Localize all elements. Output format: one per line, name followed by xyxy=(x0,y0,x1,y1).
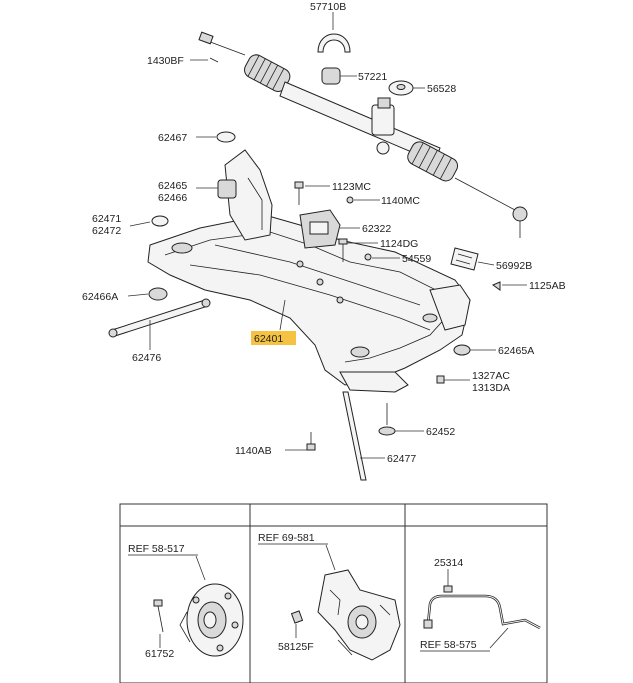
bolt-1123MC xyxy=(294,181,304,205)
reference-table xyxy=(119,503,548,683)
highlight-62401 xyxy=(251,331,296,345)
clamp-57710B xyxy=(317,12,351,53)
label-25314: 25314 xyxy=(434,557,463,569)
label-54559: 54559 xyxy=(402,253,431,265)
knuckle-assembly xyxy=(317,569,401,661)
bush-62466A xyxy=(148,287,168,301)
label-1430BF: 1430BF xyxy=(147,55,184,67)
label-62452: 62452 xyxy=(426,426,455,438)
label-62465: 62465 xyxy=(158,180,187,192)
label-62466: 62466 xyxy=(158,192,187,204)
mount-62322 xyxy=(299,209,341,249)
label-1140AB: 1140AB xyxy=(235,445,272,457)
bolt-1140AB xyxy=(306,432,316,451)
ref-58-517: REF 58-517 xyxy=(128,543,185,555)
bush-62465 xyxy=(217,179,237,199)
steering-rack xyxy=(198,31,528,238)
bolt-61752 xyxy=(153,599,164,633)
plate-56992B xyxy=(450,247,479,271)
label-1327AC: 1327AC xyxy=(472,370,510,382)
label-57710B: 57710B xyxy=(310,1,346,13)
part-labels: 57710B 1430BF 57221 56528 62467 1123MC 6… xyxy=(82,1,566,465)
label-56528: 56528 xyxy=(427,83,456,95)
label-56992B: 56992B xyxy=(496,260,532,272)
label-57221: 57221 xyxy=(358,71,387,83)
label-62477: 62477 xyxy=(387,453,416,465)
rod-62477 xyxy=(342,391,367,481)
brake-hose xyxy=(423,594,541,630)
label-58125F: 58125F xyxy=(278,641,314,653)
label-1125AB: 1125AB xyxy=(529,280,566,292)
hub-assembly xyxy=(179,583,244,657)
label-1124DG: 1124DG xyxy=(380,238,418,250)
panel-hub: REF 58-517 61752 xyxy=(128,543,244,660)
label-62401: 62401 xyxy=(254,333,283,345)
label-62471: 62471 xyxy=(92,213,121,225)
panel-brake-line: 25314 REF 58-575 xyxy=(420,557,541,652)
label-62467: 62467 xyxy=(158,132,187,144)
bolt-62452 xyxy=(378,403,396,436)
label-62476: 62476 xyxy=(132,352,161,364)
label-1123MC: 1123MC xyxy=(332,181,371,193)
label-1140MC: 1140MC xyxy=(381,195,420,207)
label-62472: 62472 xyxy=(92,225,121,237)
ref-69-581: REF 69-581 xyxy=(258,532,315,544)
washer-62471 xyxy=(151,215,169,227)
label-62466A: 62466A xyxy=(82,291,118,303)
label-62322: 62322 xyxy=(362,223,391,235)
crossmember-62401 xyxy=(147,149,471,393)
bush-62465A xyxy=(453,344,471,356)
label-1313DA: 1313DA xyxy=(472,382,510,394)
label-61752: 61752 xyxy=(145,648,174,660)
nut-56528 xyxy=(388,80,414,96)
label-62465A: 62465A xyxy=(498,345,534,357)
panel-knuckle: REF 69-581 58125F xyxy=(258,532,401,661)
ref-58-575: REF 58-575 xyxy=(420,639,477,651)
bush-57221 xyxy=(321,67,341,85)
part-58125F xyxy=(290,610,304,624)
washer-62467 xyxy=(216,131,236,143)
link-62476 xyxy=(108,298,211,338)
